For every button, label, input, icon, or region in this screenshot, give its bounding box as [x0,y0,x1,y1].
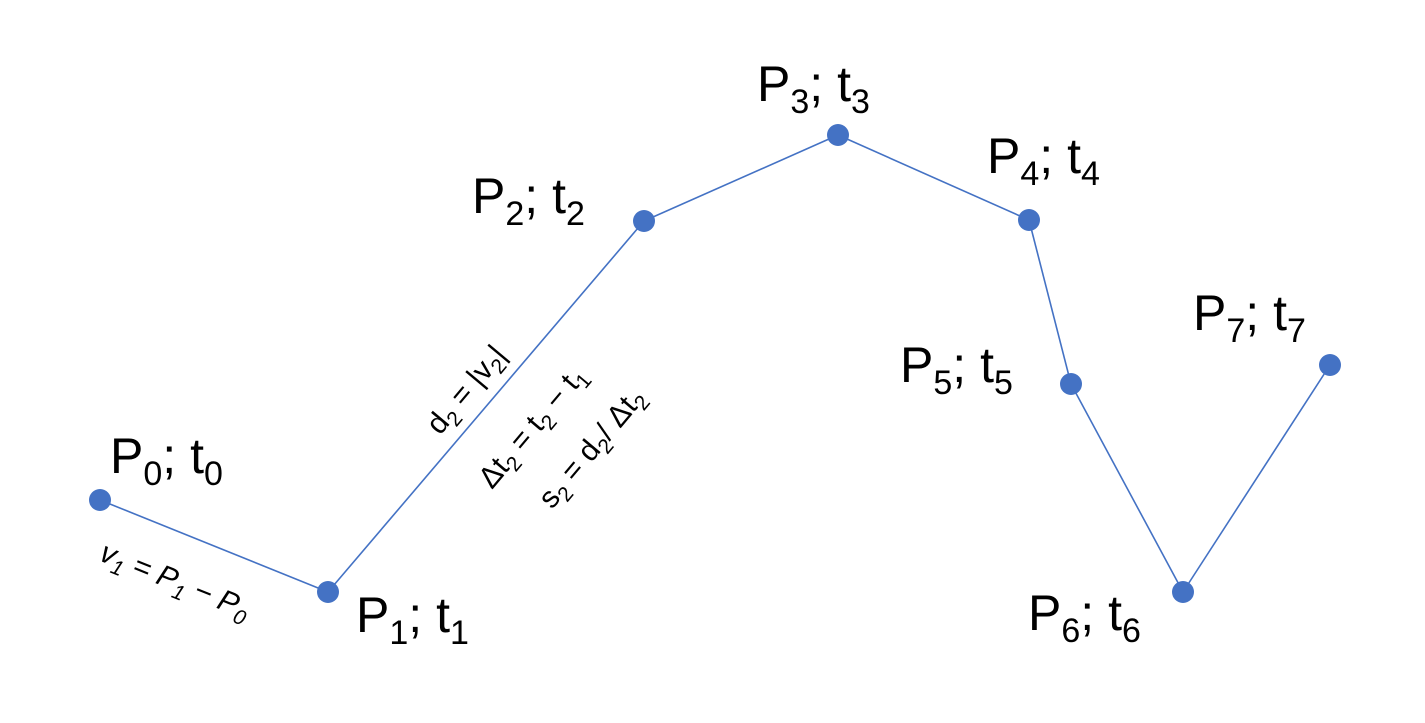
label-p5: P5; t5 [900,337,1013,402]
point-p4 [1018,209,1040,231]
segment-p2-p3 [643,134,839,222]
segment-p0-p1 [99,499,329,593]
point-p2 [633,210,655,232]
segment-p5-p6 [1070,383,1184,593]
point-p7 [1319,354,1341,376]
label-p0: P0; t0 [110,428,223,493]
segment-p3-p4 [837,134,1030,221]
point-markers [89,124,1341,603]
annotation-s2: s2 = d2/ Δt2 [532,381,655,517]
annotation-v1: v1 = P1 − P0 [94,536,255,631]
label-p4: P4; t4 [987,128,1100,193]
annotation-d2: d2 = |v2| [420,339,517,444]
point-p0 [89,489,111,511]
point-labels: P0; t0 P1; t1 P2; t2 P3; t3 P4; t4 P5; t… [110,56,1306,652]
point-p1 [317,581,339,603]
point-p5 [1060,373,1082,395]
polyline-segments [99,134,1331,593]
segment-p4-p5 [1028,219,1072,385]
label-p2: P2; t2 [472,168,585,233]
label-p7: P7; t7 [1193,285,1306,350]
segment-p6-p7 [1182,364,1331,593]
label-p3: P3; t3 [757,56,870,121]
label-p1: P1; t1 [356,587,469,652]
segment-p1-p2 [327,220,645,593]
point-p3 [827,124,849,146]
label-p6: P6; t6 [1028,585,1141,650]
point-p6 [1172,581,1194,603]
